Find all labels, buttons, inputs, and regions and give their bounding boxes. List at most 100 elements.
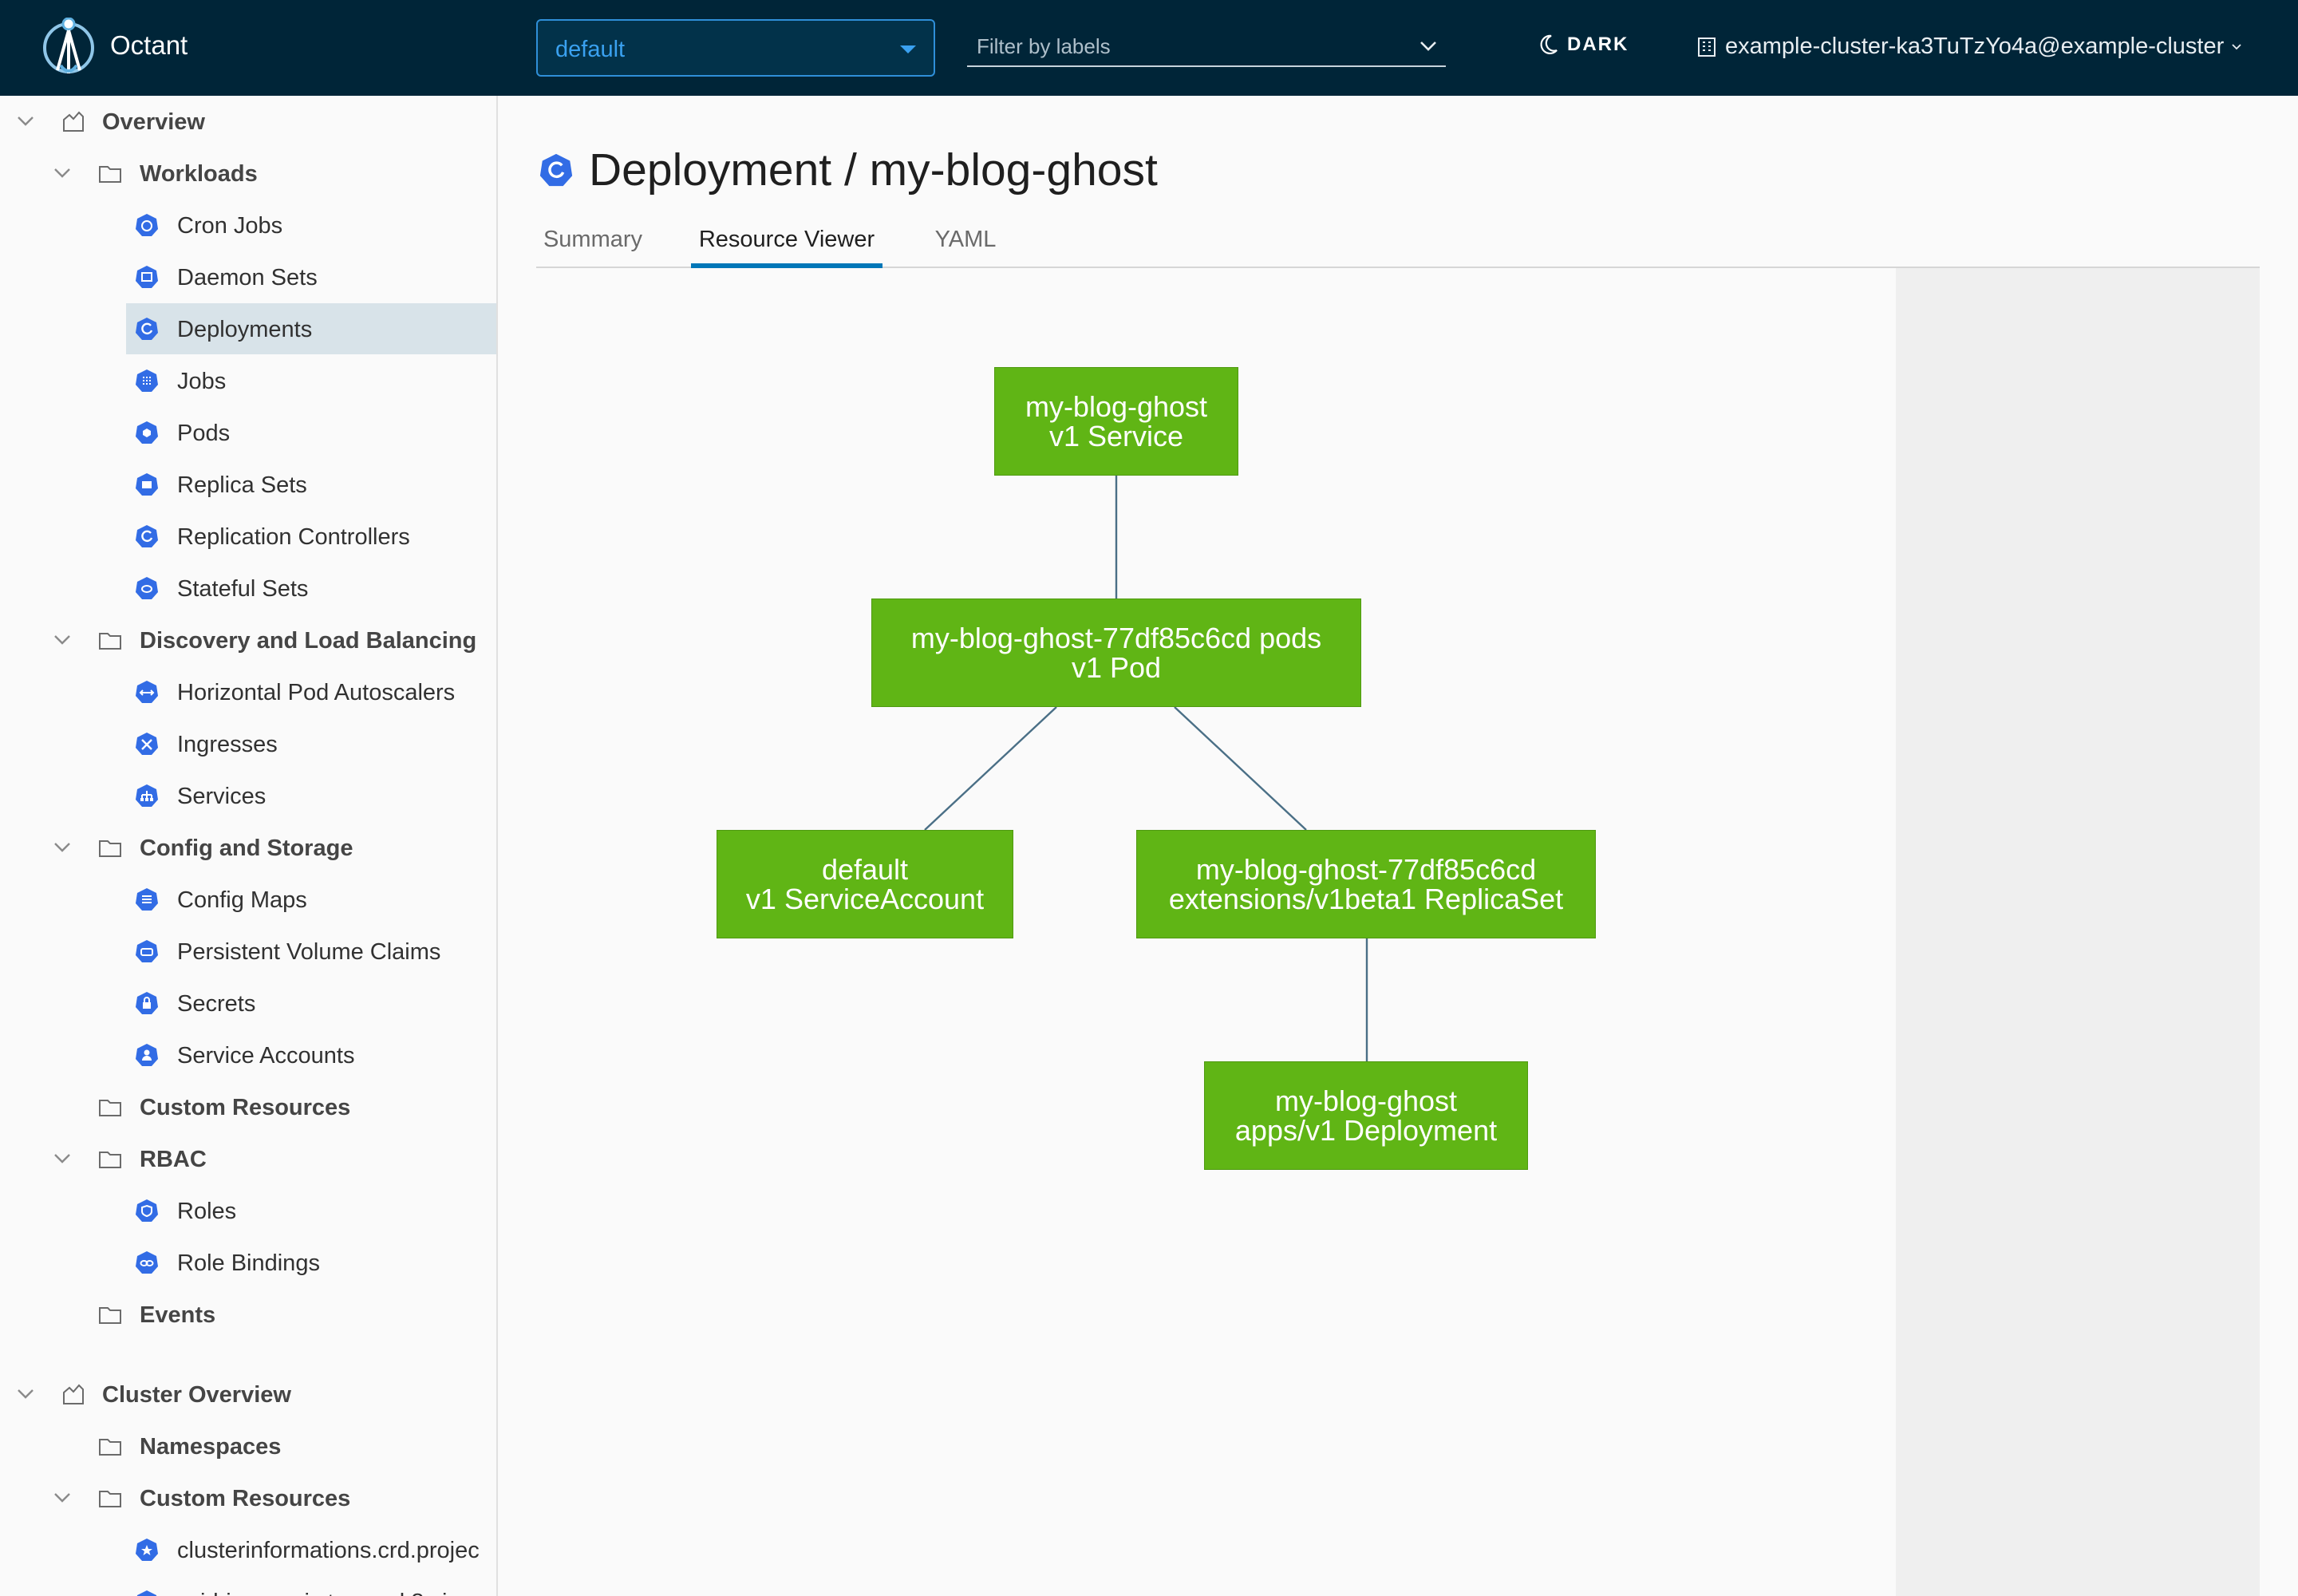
role-icon (136, 1199, 158, 1222)
context-name: example-cluster-ka3TuTzYo4a@example-clus… (1725, 34, 2225, 59)
nav-item-deployments[interactable]: Deployments (126, 303, 496, 354)
node-name: my-blog-ghost-77df85c6cd (1195, 853, 1537, 886)
nav-custom-resources[interactable]: Custom Resources (0, 1081, 496, 1132)
folder-icon (99, 1307, 121, 1324)
nav-label: Custom Resources (140, 1486, 351, 1511)
daemon-set-icon (136, 266, 158, 288)
crd-icon (136, 1539, 158, 1561)
job-icon (136, 369, 158, 392)
navigation-sidebar: Overview Workloads Cron Jobs Daemon Sets… (0, 96, 498, 1596)
graph-node-deployment[interactable]: my-blog-ghost apps/v1 Deployment (1204, 1061, 1528, 1170)
nav-namespaces[interactable]: Namespaces (0, 1420, 496, 1472)
service-icon (136, 784, 158, 807)
namespace-value: default (555, 37, 626, 62)
label-filter-input[interactable] (977, 32, 1392, 61)
label-filter[interactable] (967, 29, 1446, 67)
context-switcher[interactable]: example-cluster-ka3TuTzYo4a@example-clus… (1695, 34, 2243, 60)
pod-icon (136, 421, 158, 444)
deployment-icon (136, 318, 158, 340)
nav-label: Cluster Overview (102, 1382, 291, 1408)
nav-item-secrets[interactable]: Secrets (126, 978, 496, 1029)
pvc-icon (136, 940, 158, 962)
tab-summary[interactable]: Summary (543, 227, 643, 252)
nav-item-replication-controllers[interactable]: Replication Controllers (126, 511, 496, 562)
graph-node-service-account[interactable]: default v1 ServiceAccount (717, 830, 1013, 938)
nav-label: Secrets (177, 991, 256, 1017)
nav-label: RBAC (140, 1147, 207, 1172)
tab-resource-viewer[interactable]: Resource Viewer (691, 215, 882, 268)
nav-cluster-overview[interactable]: Cluster Overview (0, 1369, 496, 1420)
nav-item-pods[interactable]: Pods (126, 407, 496, 458)
node-name: my-blog-ghost (1274, 1084, 1458, 1117)
chevron-down-icon[interactable] (51, 162, 73, 184)
nav-item-daemon-sets[interactable]: Daemon Sets (126, 251, 496, 302)
namespace-select[interactable]: default (536, 19, 935, 77)
caret-down-icon (900, 45, 916, 53)
theme-toggle-button[interactable]: DARK (1538, 34, 1629, 56)
chevron-down-icon[interactable] (51, 1148, 73, 1170)
nav-cluster-custom-resources[interactable]: Custom Resources (0, 1472, 496, 1523)
details-panel (1896, 268, 2260, 1596)
nav-item-config-maps[interactable]: Config Maps (126, 874, 496, 925)
resource-viewer: my-blog-ghost v1 Service my-blog-ghost-7… (536, 268, 2260, 1596)
replication-controller-icon (136, 525, 158, 547)
chevron-down-icon[interactable] (14, 1383, 37, 1405)
moon-icon (1540, 34, 1558, 54)
graph-edge (1174, 706, 1307, 831)
resource-graph[interactable]: my-blog-ghost v1 Service my-blog-ghost-7… (536, 268, 1896, 1596)
nav-discovery-and-load-balancing[interactable]: Discovery and Load Balancing (0, 614, 496, 666)
nav-label: Stateful Sets (177, 576, 309, 602)
nav-label: Workloads (140, 161, 258, 187)
tab-bar: Summary Resource Viewer YAML (536, 215, 2260, 268)
top-bar: Octant default DARK example-cluster-ka3T… (0, 0, 2298, 96)
nav-item-horizontal-pod-autoscalers[interactable]: Horizontal Pod Autoscalers (126, 666, 496, 717)
nav-overview[interactable]: Overview (0, 96, 496, 147)
nav-label: clusterinformations.crd.projec (177, 1538, 480, 1563)
nav-item-service-accounts[interactable]: Service Accounts (126, 1029, 496, 1080)
nav-item-cron-jobs[interactable]: Cron Jobs (126, 200, 496, 251)
node-name: my-blog-ghost-77df85c6cd pods (910, 622, 1322, 654)
nav-label: Namespaces (140, 1434, 282, 1460)
graph-node-pod[interactable]: my-blog-ghost-77df85c6cd pods v1 Pod (871, 598, 1361, 707)
nav-config-and-storage[interactable]: Config and Storage (0, 822, 496, 873)
chevron-down-icon[interactable] (51, 1487, 73, 1509)
nav-item-persistent-volume-claims[interactable]: Persistent Volume Claims (126, 926, 496, 977)
nav-rbac[interactable]: RBAC (0, 1133, 496, 1184)
tab-yaml[interactable]: YAML (934, 227, 997, 252)
nav-label: Events (140, 1302, 216, 1328)
node-name: my-blog-ghost (1025, 390, 1208, 423)
nav-label: Cron Jobs (177, 213, 283, 239)
nav-item-crd[interactable]: csidrivers.csi.storage.k8s.io (126, 1576, 496, 1596)
chevron-down-icon[interactable] (14, 110, 37, 132)
nav-item-services[interactable]: Services (126, 770, 496, 821)
nav-label: Services (177, 784, 267, 809)
folder-icon (99, 1439, 121, 1456)
node-kind: extensions/v1beta1 ReplicaSet (1168, 883, 1564, 915)
nav-label: Replication Controllers (177, 524, 410, 550)
ingress-icon (136, 733, 158, 755)
chevron-down-icon[interactable] (51, 836, 73, 859)
graph-node-service[interactable]: my-blog-ghost v1 Service (994, 367, 1238, 476)
chevron-down-icon[interactable] (1417, 35, 1439, 57)
app-title[interactable]: Octant (110, 30, 188, 60)
nav-item-crd[interactable]: clusterinformations.crd.projec (126, 1524, 496, 1575)
chevron-down-icon[interactable] (51, 629, 73, 651)
nav-item-jobs[interactable]: Jobs (126, 355, 496, 406)
nav-item-roles[interactable]: Roles (126, 1185, 496, 1236)
nav-item-replica-sets[interactable]: Replica Sets (126, 459, 496, 510)
nav-label: Config Maps (177, 887, 307, 913)
folder-icon (99, 840, 121, 857)
graph-node-replica-set[interactable]: my-blog-ghost-77df85c6cd extensions/v1be… (1136, 830, 1596, 938)
page-title-text: Deployment / my-blog-ghost (589, 144, 1158, 196)
nav-item-role-bindings[interactable]: Role Bindings (126, 1237, 496, 1288)
chevron-down-icon (2232, 43, 2241, 49)
nav-item-stateful-sets[interactable]: Stateful Sets (126, 563, 496, 614)
folder-icon (99, 1491, 121, 1507)
nav-events[interactable]: Events (0, 1289, 496, 1340)
config-map-icon (136, 888, 158, 911)
nav-label: Ingresses (177, 732, 278, 757)
role-binding-icon (136, 1251, 158, 1274)
nav-workloads[interactable]: Workloads (0, 148, 496, 199)
nav-item-ingresses[interactable]: Ingresses (126, 718, 496, 769)
octant-logo-icon[interactable] (41, 18, 96, 78)
